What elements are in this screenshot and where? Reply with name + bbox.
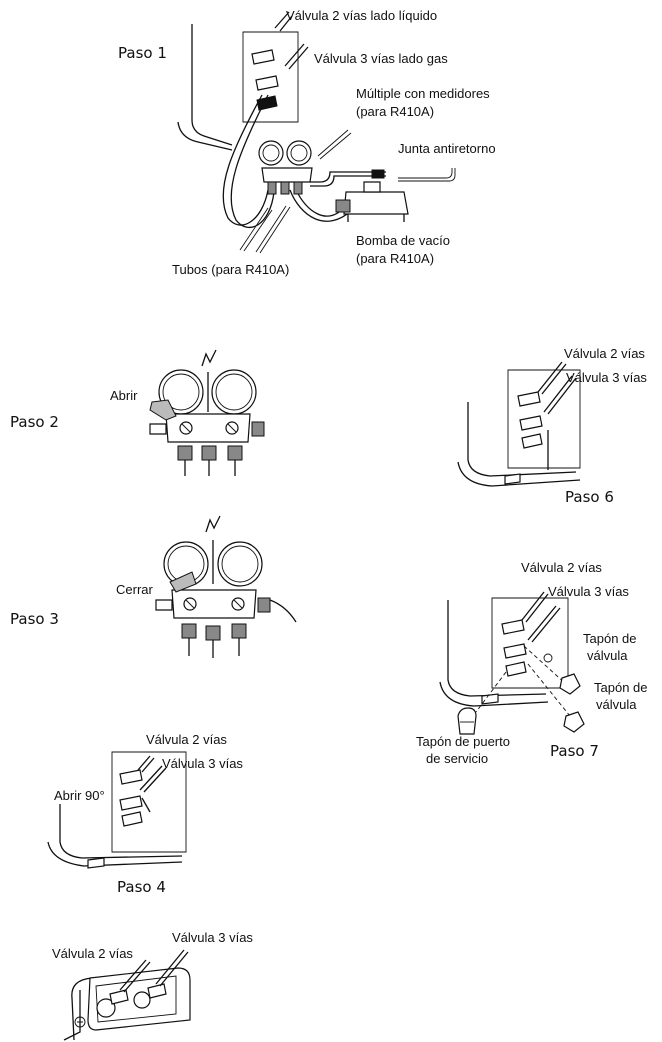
step2-manifold — [150, 350, 264, 476]
label-valve-cap-2-line2: válvula — [596, 697, 636, 712]
label-vacuum-pump-line2: (para R410A) — [356, 251, 434, 266]
label-manifold-line2: (para R410A) — [356, 104, 434, 119]
label-step6-2way-valve: Válvula 2 vías — [564, 346, 645, 361]
step-6-title: Paso 6 — [565, 488, 614, 506]
label-step7-3way-valve: Válvula 3 vías — [548, 584, 629, 599]
label-close: Cerrar — [116, 582, 153, 597]
step-7-title: Paso 7 — [550, 742, 599, 760]
label-gas-3way-valve: Válvula 3 vías lado gas — [314, 51, 448, 66]
label-step4-3way-valve: Válvula 3 vías — [162, 756, 243, 771]
label-valve-cap-1-line1: Tapón de — [583, 631, 637, 646]
label-check-valve: Junta antiretorno — [398, 141, 496, 156]
label-step5-3way-valve: Válvula 3 vías — [172, 930, 253, 945]
label-step7-2way-valve: Válvula 2 vías — [521, 560, 602, 575]
label-valve-cap-1-line2: válvula — [587, 648, 627, 663]
step7-outdoor-unit — [440, 592, 584, 734]
step-2-title: Paso 2 — [10, 413, 59, 431]
step-4-title: Paso 4 — [117, 878, 166, 896]
label-vacuum-pump-line1: Bomba de vacío — [356, 233, 450, 248]
label-step5-2way-valve: Válvula 2 vías — [52, 946, 133, 961]
label-open-90: Abrir 90° — [54, 788, 105, 803]
label-step4-2way-valve: Válvula 2 vías — [146, 732, 227, 747]
label-valve-cap-2-line1: Tapón de — [594, 680, 648, 695]
step1-manifold-gauges — [259, 141, 312, 194]
label-service-port-cap-line2: de servicio — [426, 751, 488, 766]
step-1-title: Paso 1 — [118, 44, 167, 62]
label-service-port-cap-line1: Tapón de puerto — [416, 734, 510, 749]
step5-outdoor-unit — [64, 950, 190, 1040]
step1-vacuum-pump — [336, 170, 408, 222]
label-step6-3way-valve: Válvula 3 vías — [566, 370, 647, 385]
label-liquid-2way-valve: Válvula 2 vías lado líquido — [286, 8, 437, 23]
label-open: Abrir — [110, 388, 137, 403]
step1-outdoor-unit — [178, 24, 298, 150]
step-3-title: Paso 3 — [10, 610, 59, 628]
label-hoses: Tubos (para R410A) — [172, 262, 289, 277]
step3-manifold — [156, 516, 296, 658]
step6-outdoor-unit — [458, 362, 580, 486]
label-manifold-line1: Múltiple con medidores — [356, 86, 490, 101]
